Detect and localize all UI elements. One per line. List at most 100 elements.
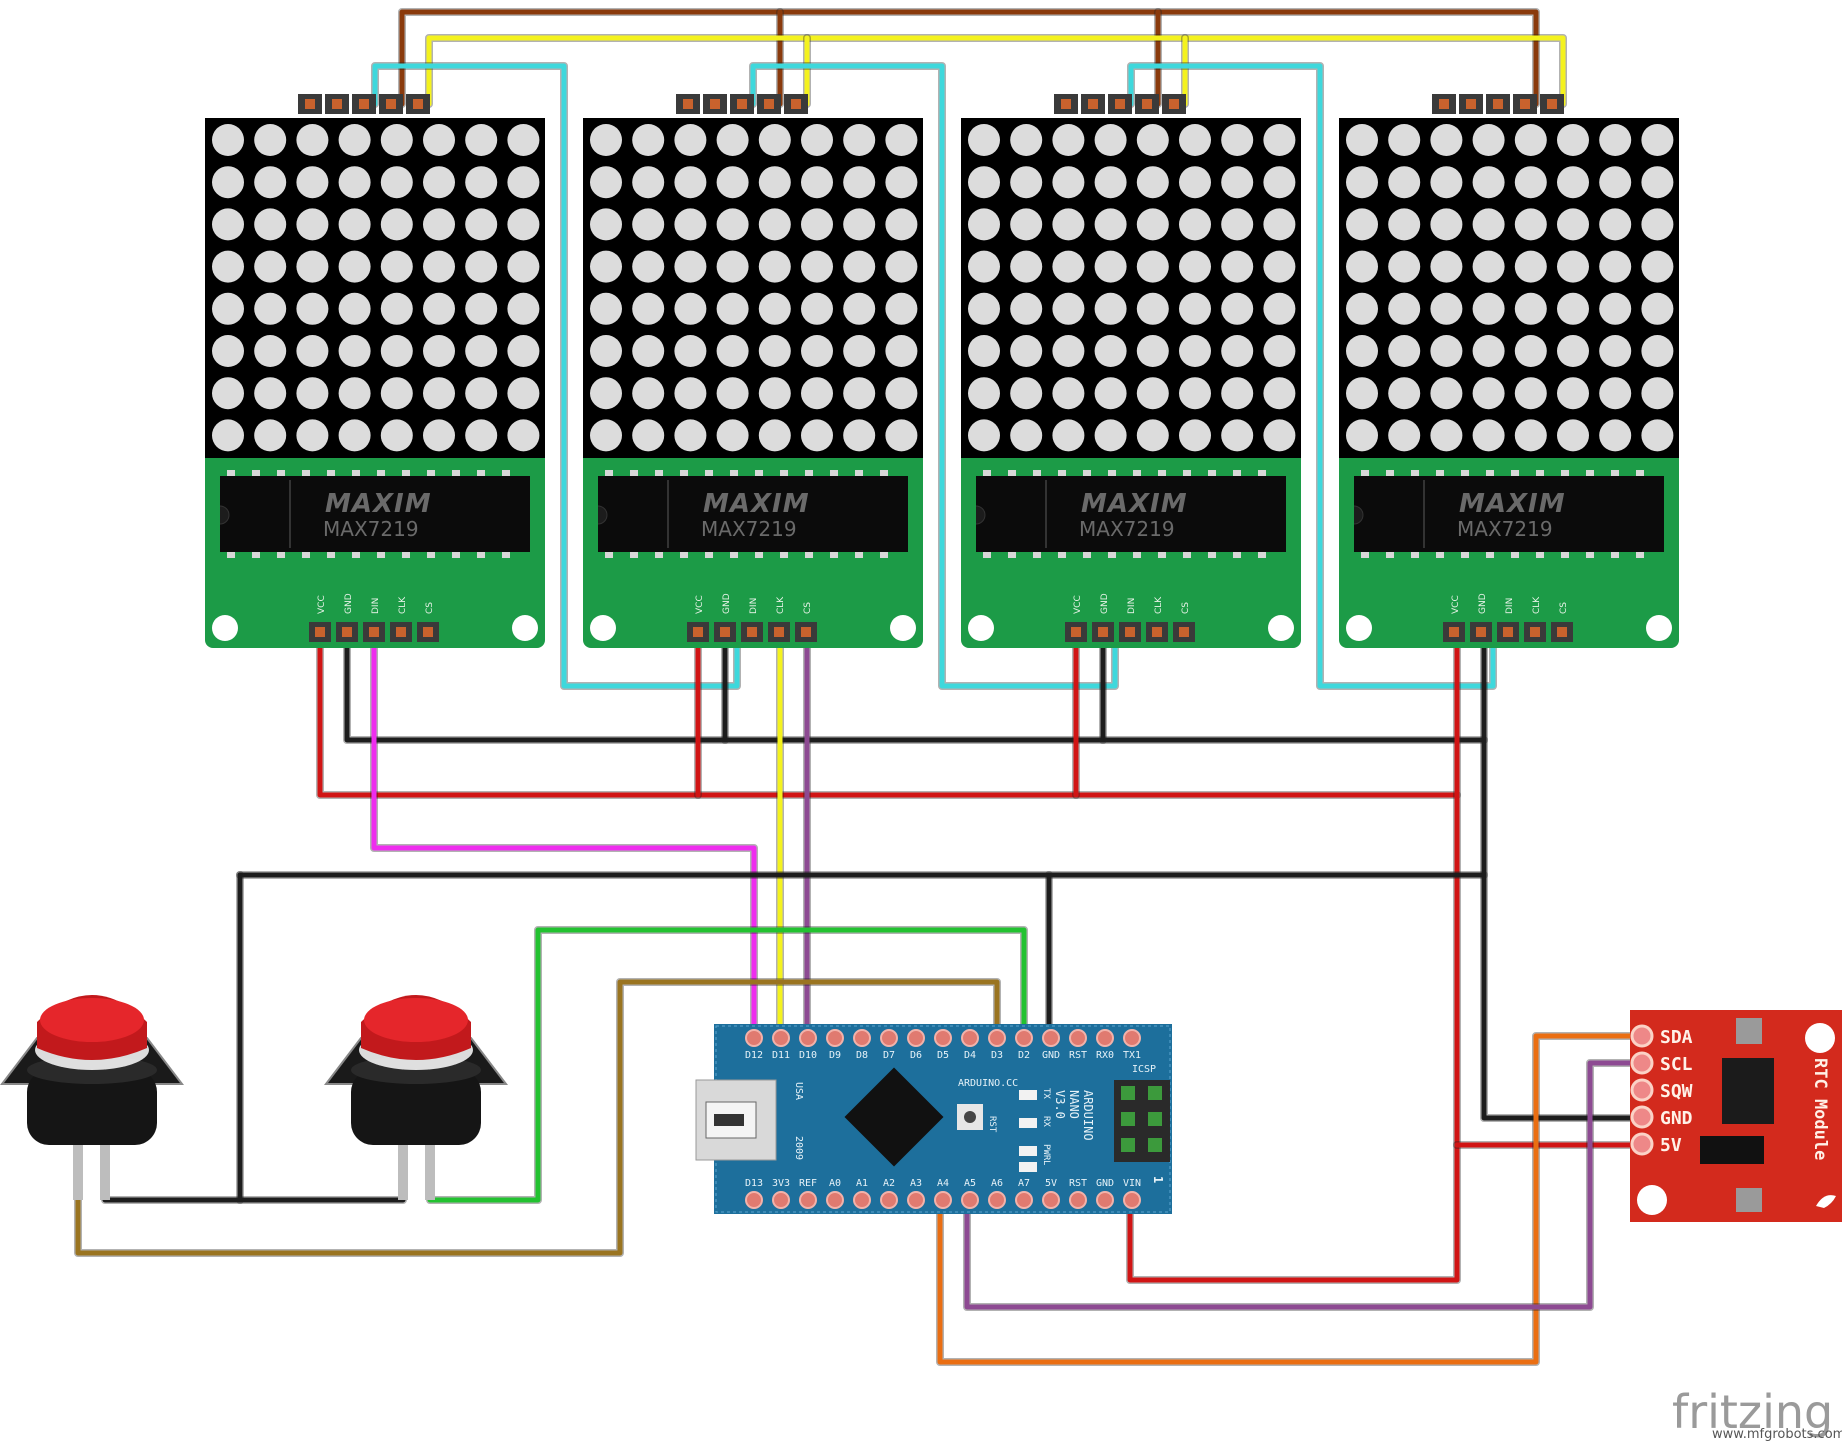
chip-leg (377, 470, 385, 476)
led-dot (716, 335, 749, 367)
nano-pin-bottom (1123, 1191, 1141, 1209)
chip-leg (755, 470, 763, 476)
led-dot (843, 250, 876, 283)
chip-leg (1108, 552, 1116, 558)
rtc-pin (1630, 1105, 1654, 1129)
chip-leg (680, 470, 688, 476)
button-leg (425, 1140, 435, 1200)
led-dot (1221, 377, 1254, 410)
led-dot (801, 292, 833, 325)
wire-vcc-vin (1127, 637, 1460, 1283)
led-dot (1221, 419, 1254, 452)
nano-label-a0: A0 (829, 1178, 841, 1189)
led-dot (465, 250, 498, 283)
icsp-pin (1148, 1086, 1162, 1100)
led-dot (590, 124, 622, 156)
led-dot (1010, 166, 1043, 199)
nano-label-ref: REF (799, 1178, 817, 1189)
chip-leg (1611, 552, 1619, 558)
chip-leg (780, 552, 788, 558)
led-dot (507, 292, 540, 325)
wire-gnd-rtc (1481, 637, 1638, 1121)
chip-leg (352, 552, 360, 558)
led-dot (1179, 419, 1211, 452)
led-dot (632, 419, 665, 452)
led-dot (632, 335, 665, 367)
pin-label-din: DIN (1127, 598, 1137, 614)
chip-leg (502, 470, 510, 476)
led-dot (1514, 377, 1547, 410)
watermark: www.mfgrobots.com (1712, 1427, 1842, 1442)
rtc-label-sqw: SQW (1660, 1081, 1693, 1102)
chip-leg (680, 552, 688, 558)
led-dot (968, 419, 1000, 452)
led-dot (1430, 292, 1463, 325)
nano-name-line: V3.0 (1053, 1090, 1067, 1119)
led-dot (1346, 166, 1378, 199)
chip-leg (605, 552, 613, 558)
pin-label-gnd: GND (344, 593, 354, 614)
led-dot (1430, 208, 1463, 241)
led-dot (674, 419, 707, 452)
icsp-pin (1121, 1086, 1135, 1100)
chip-leg (655, 552, 663, 558)
pin-pad (396, 627, 406, 637)
chip-leg (880, 470, 888, 476)
led-dot (1641, 166, 1674, 199)
led-dot (1136, 124, 1169, 156)
led-dot (632, 166, 665, 199)
led-dot (1514, 124, 1547, 156)
nano-pin-bottom (880, 1191, 898, 1209)
led-dot (212, 419, 244, 452)
rtc-pin (1630, 1132, 1654, 1156)
led-dot (1010, 208, 1043, 241)
chip-brand: MAXIM (1459, 489, 1566, 519)
nano-pin-bottom (1015, 1191, 1033, 1209)
chip-leg (1611, 470, 1619, 476)
led-dot (1052, 377, 1085, 410)
chip-notch (975, 505, 986, 525)
led-dot (1641, 124, 1674, 156)
led-dot (254, 335, 287, 367)
chip-leg (1536, 552, 1544, 558)
chip-leg (477, 470, 485, 476)
chip-leg (227, 552, 235, 558)
chip-leg (402, 552, 410, 558)
chip-leg (705, 552, 713, 558)
chip-leg (327, 552, 335, 558)
pin-pad (1493, 99, 1503, 109)
led-dot (423, 377, 455, 410)
led-dot (296, 124, 329, 156)
chip-leg (1486, 552, 1494, 558)
led-dot (380, 377, 413, 410)
led-dot (968, 292, 1000, 325)
button-leg (100, 1140, 110, 1200)
led-dot (254, 208, 287, 241)
led-dot (423, 292, 455, 325)
pin-label-gnd: GND (1478, 593, 1488, 614)
led-dot (1052, 335, 1085, 367)
rtc-flame-logo (1816, 1195, 1836, 1208)
chip-leg (780, 470, 788, 476)
led-dot (1388, 208, 1421, 241)
chip-leg (1511, 552, 1519, 558)
led-dot (801, 377, 833, 410)
led-dot (1136, 166, 1169, 199)
led-dot (758, 208, 791, 241)
led-dot (1514, 166, 1547, 199)
nano-led-label-tx: TX (1041, 1088, 1051, 1099)
rtc-label-sda: SDA (1660, 1027, 1693, 1048)
led-dot (1472, 335, 1505, 367)
pin-pad (1071, 627, 1081, 637)
led-dot (1472, 377, 1505, 410)
chip-leg (1008, 470, 1016, 476)
led-dot (843, 292, 876, 325)
led-dot (590, 208, 622, 241)
nano-led-tx (1019, 1090, 1037, 1100)
pin-pad (764, 99, 774, 109)
rtc-cap (1736, 1188, 1762, 1212)
